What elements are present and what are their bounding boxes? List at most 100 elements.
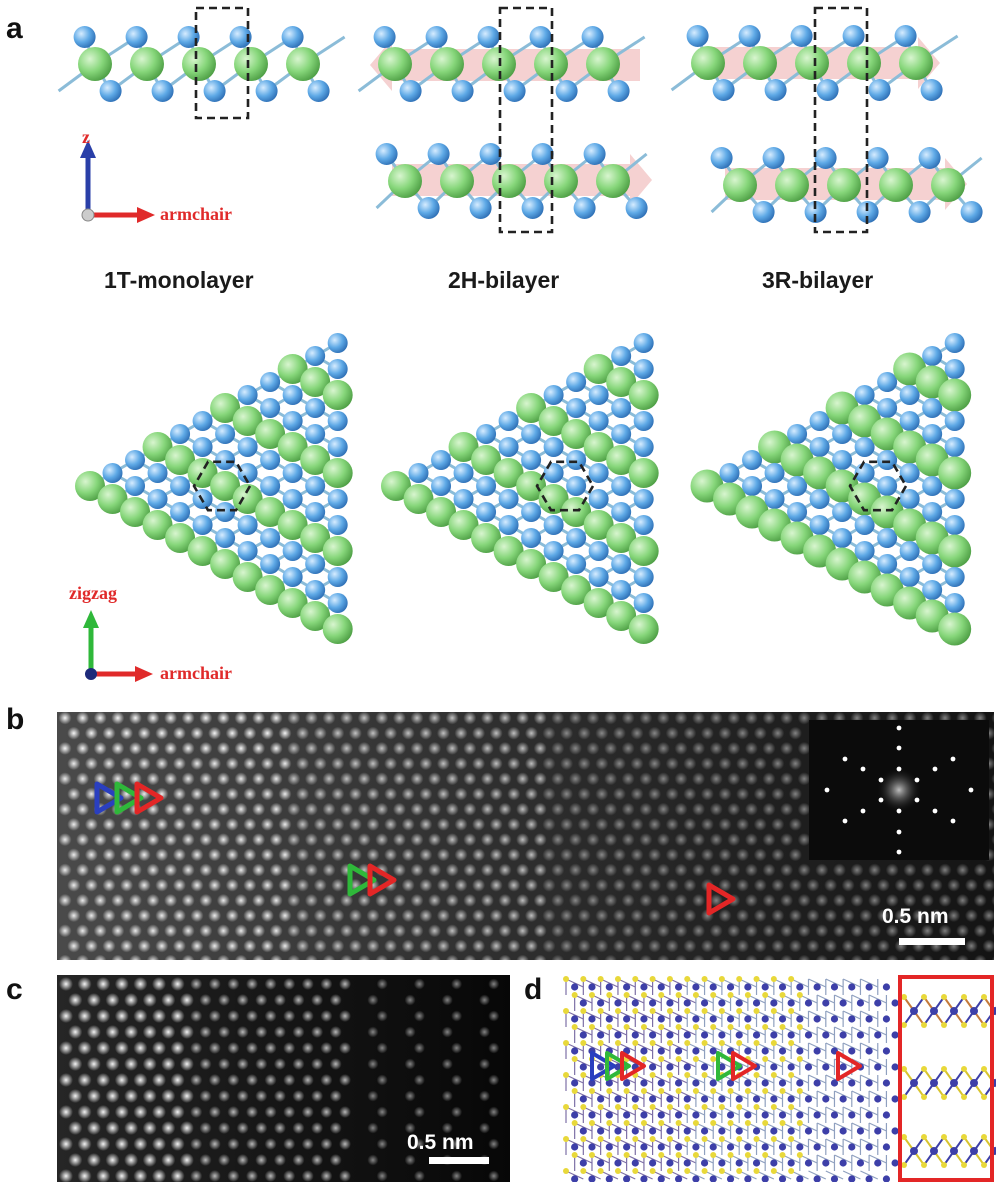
atomic-column (170, 1105, 185, 1119)
metal-atom (623, 1111, 631, 1119)
chalcogen-atom (981, 1094, 987, 1100)
atomic-column (313, 939, 327, 953)
chalcogen-atom (804, 201, 827, 223)
metal-atom (605, 983, 613, 991)
atomic-column (797, 833, 811, 847)
atomic-column (533, 833, 547, 847)
panel-label-a: a (6, 12, 23, 45)
atomic-column (542, 909, 556, 923)
atomic-column (102, 909, 116, 923)
chalcogen-atom (877, 450, 898, 470)
atomic-column (84, 757, 98, 771)
chalcogen-atom (521, 502, 542, 522)
atomic-column (114, 1073, 129, 1087)
metal-atom (142, 432, 173, 462)
atomic-column (76, 863, 90, 877)
atomic-column (445, 802, 459, 816)
atomic-column (797, 712, 811, 725)
chalcogen-atom (170, 476, 191, 496)
atomic-column (533, 954, 547, 960)
atomic-column (142, 1025, 157, 1039)
atomic-column (301, 1010, 314, 1022)
atomic-column (296, 878, 310, 892)
atomic-column (190, 1170, 203, 1182)
atomic-column (718, 787, 732, 801)
metal-atom (691, 46, 725, 80)
metal-atom (744, 1047, 752, 1055)
atomic-column (208, 978, 221, 990)
metal-atom (744, 1079, 752, 1087)
atomic-column (815, 924, 829, 938)
chalcogen-atom (571, 1056, 578, 1062)
chalcogen-atom (684, 976, 691, 982)
chalcogen-atom (742, 476, 763, 496)
atomic-column (170, 1169, 185, 1182)
atomic-column (700, 726, 714, 740)
chalcogen-atom (281, 26, 304, 48)
chalcogen-atom (796, 1088, 803, 1094)
chalcogen-atom (701, 1072, 708, 1078)
atomic-column (58, 772, 72, 786)
metal-atom (649, 1127, 657, 1135)
atomic-column (305, 954, 318, 960)
atomic-column (172, 878, 186, 892)
metal-atom (726, 1079, 735, 1087)
metal-atom (97, 484, 128, 514)
atomic-column (340, 954, 353, 960)
metal-atom (255, 497, 286, 527)
chalcogen-atom (597, 1168, 604, 1174)
atomic-column (208, 939, 222, 953)
metal-atom (657, 1111, 665, 1119)
scale-label-c: 0.5 nm (407, 1131, 474, 1154)
atomic-column (243, 817, 257, 831)
chalcogen-atom (479, 143, 502, 165)
metal-atom (628, 458, 659, 488)
metal-atom (657, 1047, 665, 1055)
atomic-column (340, 712, 354, 725)
atomic-column (304, 802, 318, 816)
atomic-column (376, 1074, 388, 1086)
atomic-column (181, 741, 195, 755)
atomic-column (392, 802, 406, 816)
atomic-column (331, 909, 345, 923)
atomic-column (146, 712, 160, 725)
atomic-column (273, 1154, 286, 1166)
atomic-column (524, 817, 538, 831)
atomic-column (991, 773, 994, 785)
metal-atom (640, 1047, 648, 1055)
chalcogen-atom (597, 1104, 604, 1110)
atomic-column (674, 893, 688, 907)
atomic-column (234, 712, 248, 725)
atomic-column (639, 924, 653, 938)
chalcogen-atom (920, 79, 943, 101)
atomic-column (120, 726, 134, 740)
chalcogen-atom (854, 541, 875, 561)
atomic-column (410, 712, 424, 725)
metal-atom (234, 47, 268, 81)
atomic-column (568, 924, 582, 938)
atomic-column (542, 878, 556, 892)
atomic-column (700, 939, 714, 953)
atomic-column (357, 924, 371, 938)
atomic-column (463, 712, 477, 725)
chalcogen-atom (718, 1008, 725, 1014)
chalcogen-atom (901, 1066, 907, 1072)
atomic-column (674, 833, 688, 847)
chalcogen-atom (684, 1040, 691, 1046)
metal-atom (571, 1111, 579, 1119)
chalcogen-atom (877, 372, 898, 392)
atomic-column (797, 893, 811, 907)
atomic-column (692, 772, 706, 786)
atomic-column (472, 909, 486, 923)
atomic-column (296, 726, 310, 740)
atomic-column (498, 772, 512, 786)
chalcogen-atom (981, 1022, 987, 1028)
chalcogen-atom (531, 143, 554, 165)
atomic-column (753, 848, 767, 862)
atomic-column (674, 924, 688, 938)
chalcogen-atom (764, 79, 787, 101)
atomic-column (348, 726, 362, 740)
atomic-column (744, 772, 758, 786)
chalcogen-atom (692, 1088, 699, 1094)
chalcogen-atom (571, 1152, 578, 1158)
